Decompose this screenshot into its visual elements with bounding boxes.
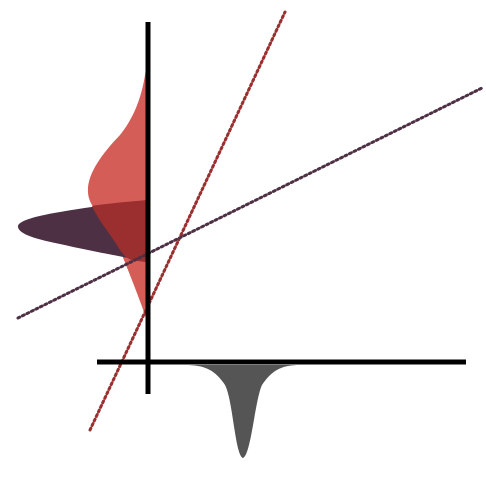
regression-line-shallow [16,86,484,320]
y-density-overlap [92,200,148,262]
y-density-wide [87,40,148,318]
x-density-curve [185,365,300,458]
